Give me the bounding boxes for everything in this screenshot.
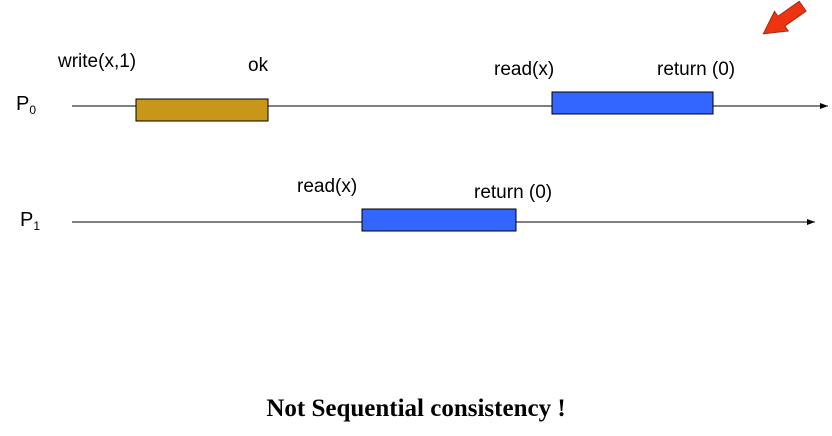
p0-write-invoke-label: write(x,1) bbox=[58, 51, 137, 72]
p1-read-invoke-label: read(x) bbox=[297, 176, 358, 197]
p0-read-invoke-label: read(x) bbox=[494, 59, 555, 80]
arrow-pointer-icon bbox=[762, 0, 807, 35]
caption: Not Sequential consistency ! bbox=[266, 395, 566, 422]
p0-write-response-label: ok bbox=[248, 55, 269, 76]
p0-index: 0 bbox=[29, 103, 37, 117]
p1-name: P bbox=[20, 209, 34, 231]
p0-name: P bbox=[16, 93, 30, 115]
p1-read-response-label: return (0) bbox=[474, 182, 553, 203]
p1-index: 1 bbox=[33, 219, 41, 233]
p1-read-bar bbox=[361, 208, 517, 232]
p1-label: P1 bbox=[20, 210, 40, 232]
p0-label: P0 bbox=[16, 94, 36, 116]
p0-write-bar bbox=[135, 98, 269, 122]
p0-read-response-label: return (0) bbox=[657, 59, 736, 80]
p0-read-bar bbox=[551, 91, 714, 115]
